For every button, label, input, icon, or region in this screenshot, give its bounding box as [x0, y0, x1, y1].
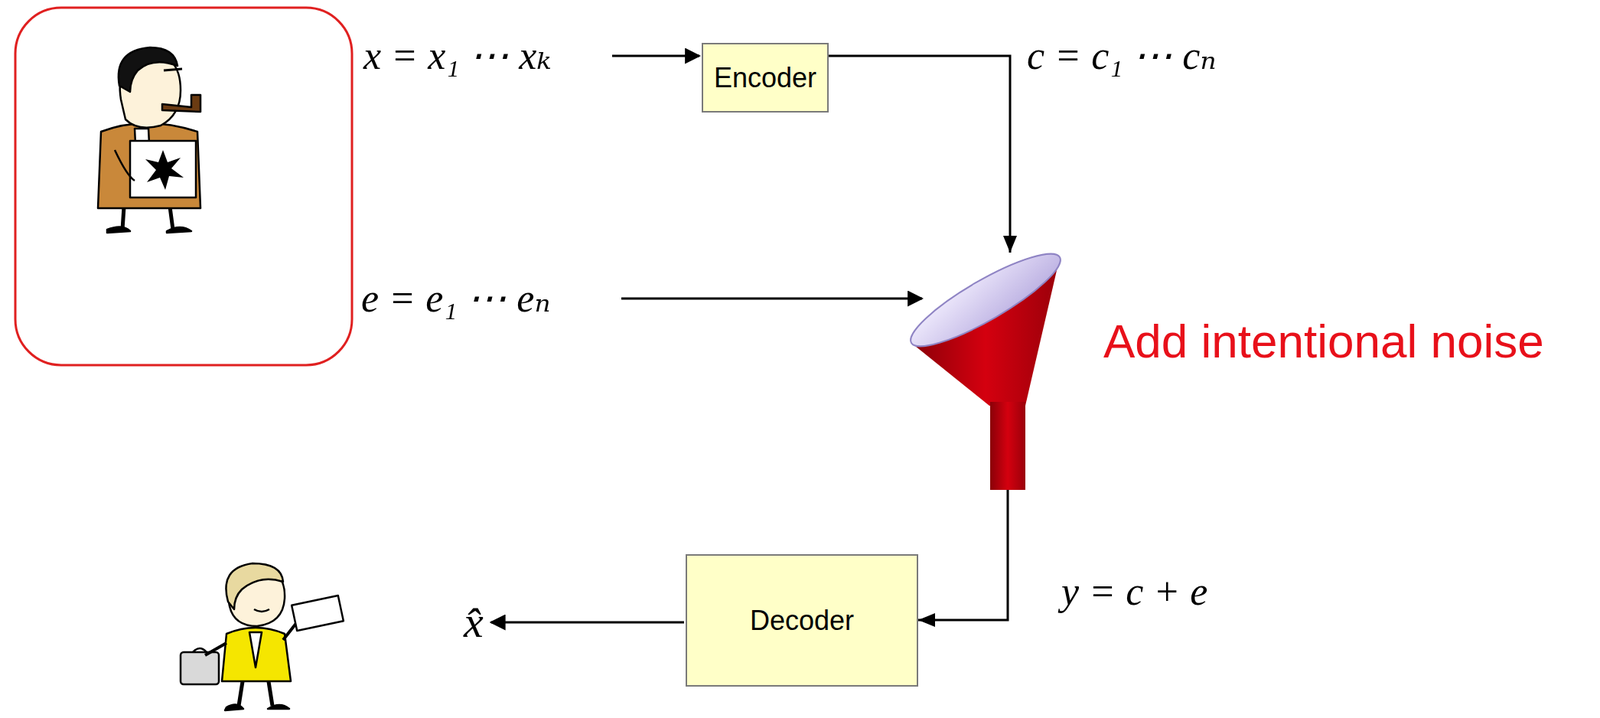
- box-label: Decoder: [749, 604, 854, 637]
- message-symbol: x = x₁ ⋯ xₖ: [363, 32, 551, 80]
- received-symbol: y = c + e: [1061, 567, 1208, 616]
- connector-line: [828, 55, 1011, 253]
- noise-caption: Add intentional noise: [1103, 313, 1545, 369]
- noise-funnel: Add intentional noise: [902, 252, 1072, 490]
- codeword-symbol: c = c₁ ⋯ cₙ: [1026, 32, 1216, 80]
- arrow-head: [918, 612, 936, 627]
- sender-frame: [15, 7, 352, 365]
- funnel-shape: [902, 252, 1072, 490]
- arrow-head: [1003, 235, 1017, 253]
- connector-line: [918, 489, 1008, 620]
- signal-connector: [918, 489, 1008, 627]
- signal-connector: [828, 55, 1017, 253]
- input-arrow: [612, 55, 700, 58]
- box-label: Encoder: [713, 61, 817, 95]
- encoder-box: Encoder: [701, 42, 829, 113]
- estimate-symbol: x̂: [463, 595, 484, 649]
- error-symbol: e = e₁ ⋯ eₙ: [361, 274, 551, 323]
- noise-arrow: [621, 297, 923, 300]
- receiver-figure: [180, 563, 344, 711]
- sender-figure: [97, 47, 201, 233]
- decoder-box: Decoder: [685, 553, 919, 687]
- output-arrow: [491, 621, 685, 624]
